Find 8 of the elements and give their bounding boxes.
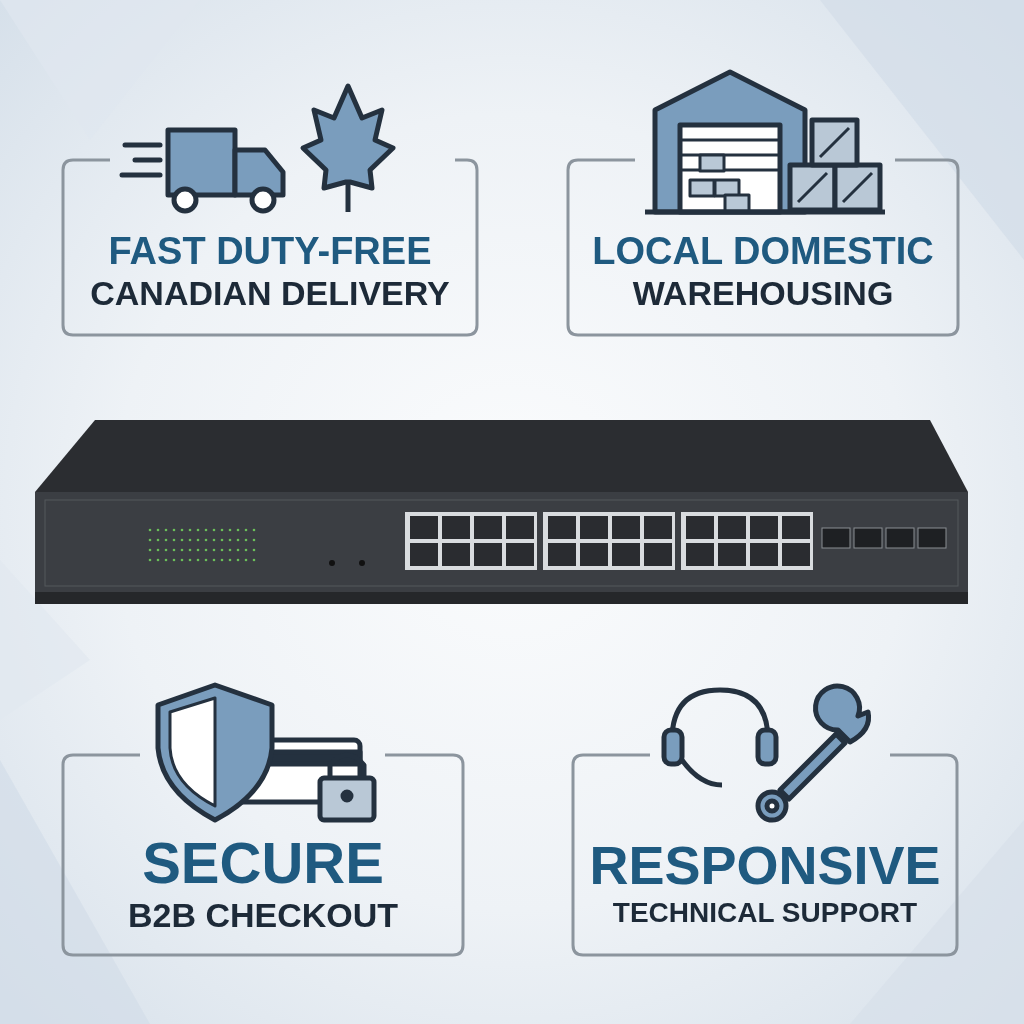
card-heading: FAST DUTY-FREE (108, 232, 432, 272)
card-subheading: WAREHOUSING (632, 275, 894, 312)
card-heading: RESPONSIVE (589, 837, 941, 894)
card-subheading: B2B CHECKOUT (127, 897, 399, 934)
card-subheading: TECHNICAL SUPPORT (612, 897, 918, 928)
card-subheading: CANADIAN DELIVERY (90, 275, 450, 312)
card-heading: LOCAL DOMESTIC (592, 232, 934, 272)
card-heading: SECURE (142, 833, 384, 894)
